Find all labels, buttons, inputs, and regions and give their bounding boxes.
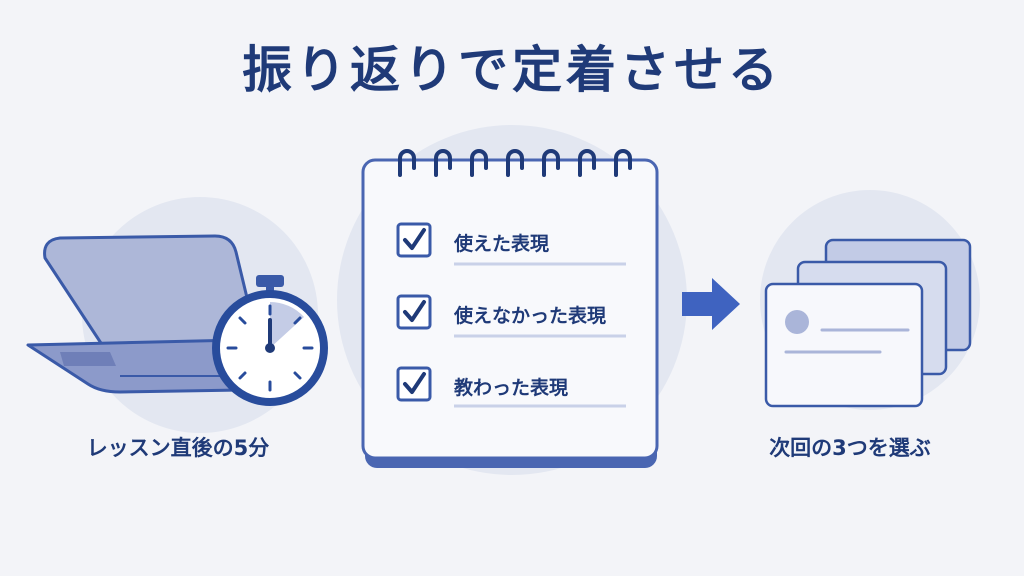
checklist-item-2: 使えなかった表現 — [454, 305, 607, 327]
arrow-right-icon — [682, 278, 740, 330]
checkbox-3 — [396, 366, 432, 402]
checkbox-1 — [396, 222, 432, 258]
spiral-rings — [398, 149, 632, 177]
checklist-item-3: 教わった表現 — [454, 377, 569, 399]
laptop-icon — [26, 234, 264, 394]
left-caption: レッスン直後の5分 — [86, 436, 270, 460]
notepad — [361, 149, 659, 468]
page-title: 振り返りで定着させる — [242, 41, 782, 99]
cards-icon — [764, 238, 972, 408]
checklist-item-1: 使えた表現 — [454, 233, 550, 255]
stopwatch-icon — [212, 275, 328, 406]
checkbox-2 — [396, 294, 432, 330]
right-caption: 次回の3つを選ぶ — [769, 436, 931, 460]
